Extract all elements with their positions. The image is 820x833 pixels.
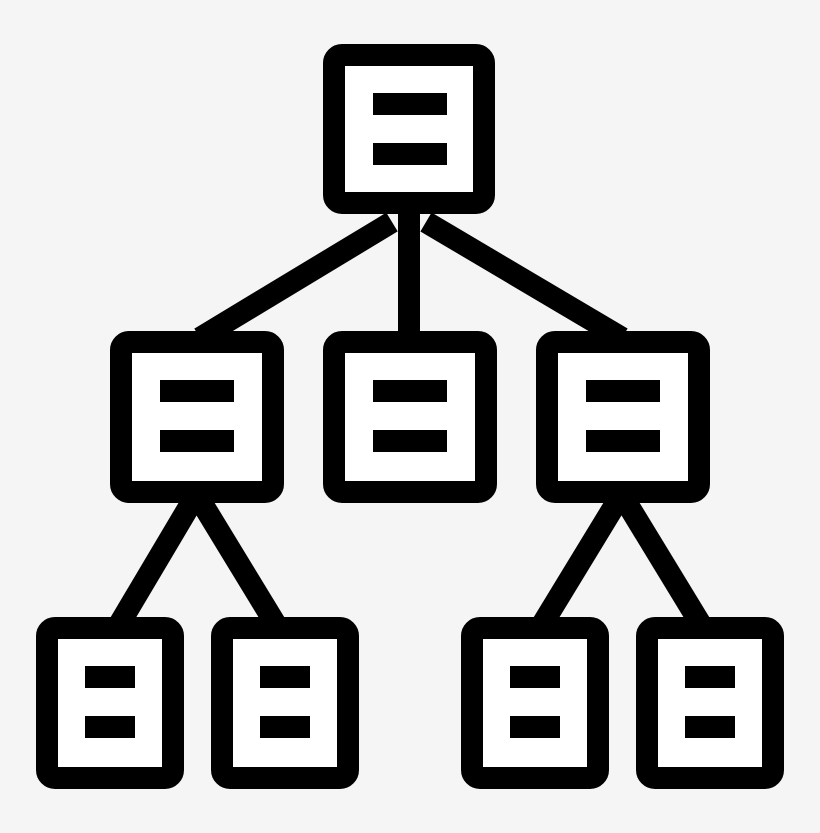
node-right-line-1 (586, 380, 660, 402)
node-right-b-frame (636, 617, 784, 789)
node-right-b-line-1 (685, 666, 735, 688)
node-right-a-frame (461, 617, 609, 789)
node-right (536, 331, 710, 503)
node-left-b-frame (211, 617, 359, 789)
node-center-frame (323, 331, 497, 503)
node-center-line-1 (373, 380, 447, 402)
node-center-line-2 (373, 430, 447, 452)
node-right-a-line-1 (510, 666, 560, 688)
connectors (107, 210, 713, 634)
node-left-a-line-1 (85, 666, 135, 688)
node-left-a-frame (36, 617, 184, 789)
connector-left-b (190, 494, 288, 634)
node-right-line-2 (586, 430, 660, 452)
node-right-b-line-2 (685, 716, 735, 738)
connector-left-a (107, 494, 203, 634)
node-left-b-line-2 (260, 716, 310, 738)
node-right-frame (536, 331, 710, 503)
node-center (323, 331, 497, 503)
node-left-line-1 (160, 380, 234, 402)
node-left-b (211, 617, 359, 789)
connector-right-a (530, 494, 628, 634)
node-left-b-line-1 (260, 666, 310, 688)
node-root-frame (323, 44, 495, 214)
node-root (323, 44, 495, 214)
node-right-a-line-2 (510, 716, 560, 738)
connector-root-right (420, 212, 628, 348)
node-right-a (461, 617, 609, 789)
node-root-line-1 (373, 93, 447, 115)
node-right-b (636, 617, 784, 789)
node-left (110, 331, 284, 503)
node-left-a-line-2 (85, 716, 135, 738)
connector-right-b (615, 494, 713, 634)
node-root-line-2 (373, 143, 447, 165)
connector-root-left (194, 212, 398, 348)
node-left-frame (110, 331, 284, 503)
node-left-a (36, 617, 184, 789)
node-left-line-2 (160, 430, 234, 452)
